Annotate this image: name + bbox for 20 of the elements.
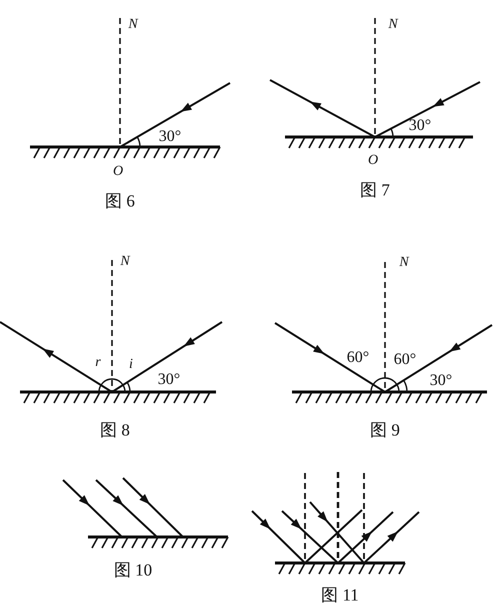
- normal-label: N: [120, 255, 130, 269]
- point-label: O: [112, 165, 124, 179]
- normal-label: N: [399, 256, 409, 270]
- point-label: O: [368, 154, 378, 168]
- figure-caption: 图 9: [370, 422, 400, 438]
- angle-label: 30°: [430, 373, 452, 389]
- angle-label: 30°: [158, 372, 180, 388]
- angle-label: 30°: [408, 118, 432, 134]
- figure-caption: 图 6: [105, 192, 135, 210]
- angle-label: i: [129, 358, 133, 372]
- figure-caption: 图 11: [321, 586, 359, 604]
- angle-label: 60°: [346, 350, 370, 366]
- normal-label: N: [388, 18, 398, 32]
- normal-label: N: [128, 18, 138, 32]
- figure-caption: 图 8: [100, 422, 130, 438]
- angle-label: 30°: [158, 129, 182, 145]
- angle-label: 60°: [394, 352, 416, 368]
- figure-caption: 图 10: [114, 562, 152, 578]
- figure-caption: 图 7: [360, 182, 390, 198]
- angle-label: r: [95, 356, 101, 370]
